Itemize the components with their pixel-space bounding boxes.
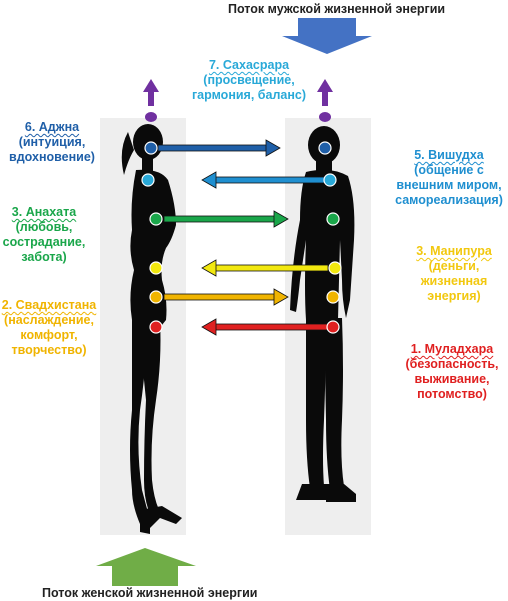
anahata-label: 3. Анахата (любовь, сострадание, забота)	[2, 205, 86, 265]
muladhara-arrow	[201, 318, 329, 336]
male-manipura-dot	[328, 261, 342, 275]
vishuddha-label: 5. Вишудха (общение с внешним миром, сам…	[390, 148, 508, 208]
male-anahata-dot	[326, 212, 340, 226]
female-flow-caption: Поток женской жизненной энергии	[42, 586, 258, 600]
female-crown-marker	[143, 79, 159, 122]
female-muladhara-dot	[149, 320, 163, 334]
male-vishuddha-dot	[323, 173, 337, 187]
male-svadhisthana-dot	[326, 290, 340, 304]
vishuddha-desc: (общение с внешним миром, самореализация…	[395, 163, 503, 207]
female-anahata-dot	[149, 212, 163, 226]
anahata-title: 3. Анахата	[11, 205, 77, 219]
female-ajna-dot	[144, 141, 158, 155]
ajna-desc: (интуиция, вдохновение)	[9, 135, 95, 164]
anahata-desc: (любовь, сострадание, забота)	[2, 220, 86, 264]
female-silhouette	[121, 124, 182, 534]
muladhara-desc: (безопасность, выживание, потомство)	[405, 357, 499, 401]
muladhara-title: 1. Муладхара	[410, 342, 494, 356]
sahasrara-label: 7. Сахасрара (просвещение, гармония, бал…	[188, 58, 310, 103]
sahasrara-title: 7. Сахасрара	[208, 58, 290, 72]
muladhara-label: 1. Муладхара (безопасность, выживание, п…	[398, 342, 506, 402]
male-crown-marker	[317, 79, 333, 122]
svadhisthana-desc: (наслаждение, комфорт, творчество)	[4, 313, 94, 357]
female-vishuddha-dot	[141, 173, 155, 187]
manipura-title: 3. Манипура	[416, 244, 492, 258]
manipura-label: 3. Манипура (деньги, жизненная энергия)	[406, 244, 502, 304]
svadhisthana-arrow	[163, 288, 289, 306]
female-chakra-dots	[141, 141, 163, 334]
manipura-desc: (деньги, жизненная энергия)	[420, 259, 488, 303]
ajna-title: 6. Аджна	[24, 120, 80, 134]
sahasrara-desc: (просвещение, гармония, баланс)	[191, 73, 307, 102]
vishuddha-title: 5. Вишудха	[414, 148, 484, 162]
ajna-arrow	[157, 139, 281, 157]
ajna-label: 6. Аджна (интуиция, вдохновение)	[2, 120, 102, 165]
male-chakra-dots	[318, 141, 342, 334]
female-svadhisthana-dot	[149, 290, 163, 304]
anahata-arrow	[163, 210, 289, 228]
female-flow-arrow	[96, 548, 196, 586]
male-flow-arrow	[282, 18, 372, 54]
manipura-arrow	[201, 259, 329, 277]
male-ajna-dot	[318, 141, 332, 155]
female-manipura-dot	[149, 261, 163, 275]
male-flow-caption: Поток мужской жизненной энергии	[228, 2, 446, 16]
svadhisthana-label: 2. Свадхистана (наслаждение, комфорт, тв…	[0, 298, 98, 358]
male-silhouette	[290, 126, 356, 502]
svadhisthana-title: 2. Свадхистана	[1, 298, 97, 312]
male-muladhara-dot	[326, 320, 340, 334]
